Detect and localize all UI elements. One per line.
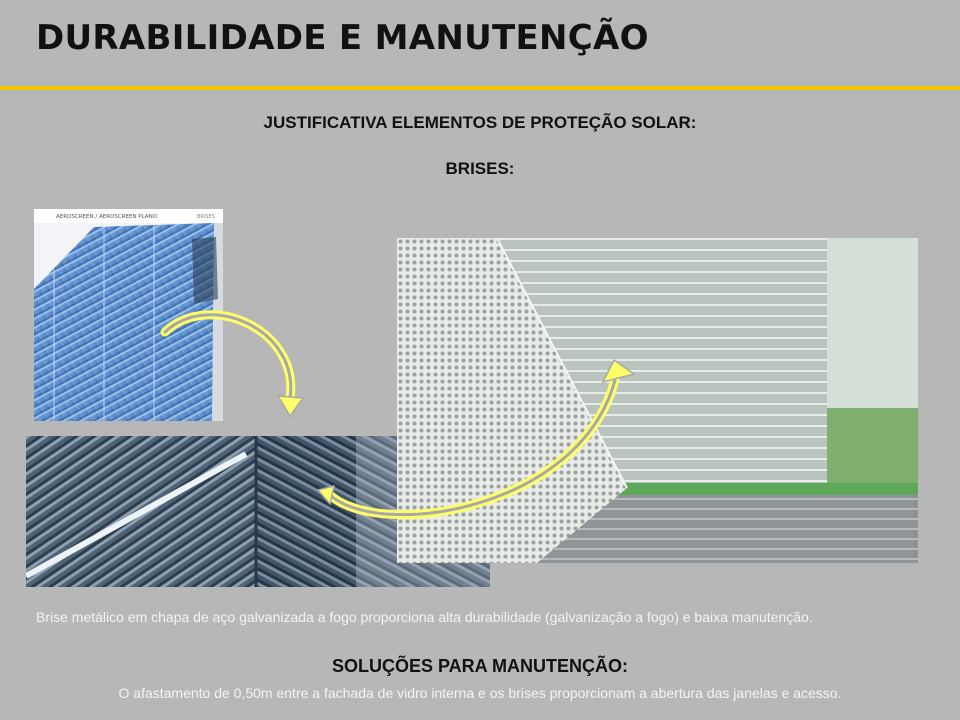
section-text: O afastamento de 0,50m entre a fachada d… — [118, 685, 842, 701]
photo-header-text: AEROSCREEN / AEROSCREEN PLANO — [56, 214, 158, 220]
curved-arrow-icon — [160, 310, 305, 418]
slide-title: DURABILIDADE E MANUTENÇÃO — [36, 18, 649, 58]
subtitle-brises: BRISES: — [445, 159, 515, 178]
title-divider — [0, 86, 960, 90]
description-text: Brise metálico em chapa de aço galvaniza… — [36, 609, 813, 625]
photo-aeroscreen-facade: AEROSCREEN / AEROSCREEN PLANO BRISES — [34, 209, 223, 421]
curved-arrow-icon — [316, 358, 636, 520]
section-title: SOLUÇÕES PARA MANUTENÇÃO: — [332, 656, 628, 676]
photo-perforated-brise-render — [397, 238, 918, 563]
subtitle: JUSTIFICATIVA ELEMENTOS DE PROTEÇÃO SOLA… — [263, 113, 697, 132]
photo-header-right: BRISES — [197, 214, 215, 220]
